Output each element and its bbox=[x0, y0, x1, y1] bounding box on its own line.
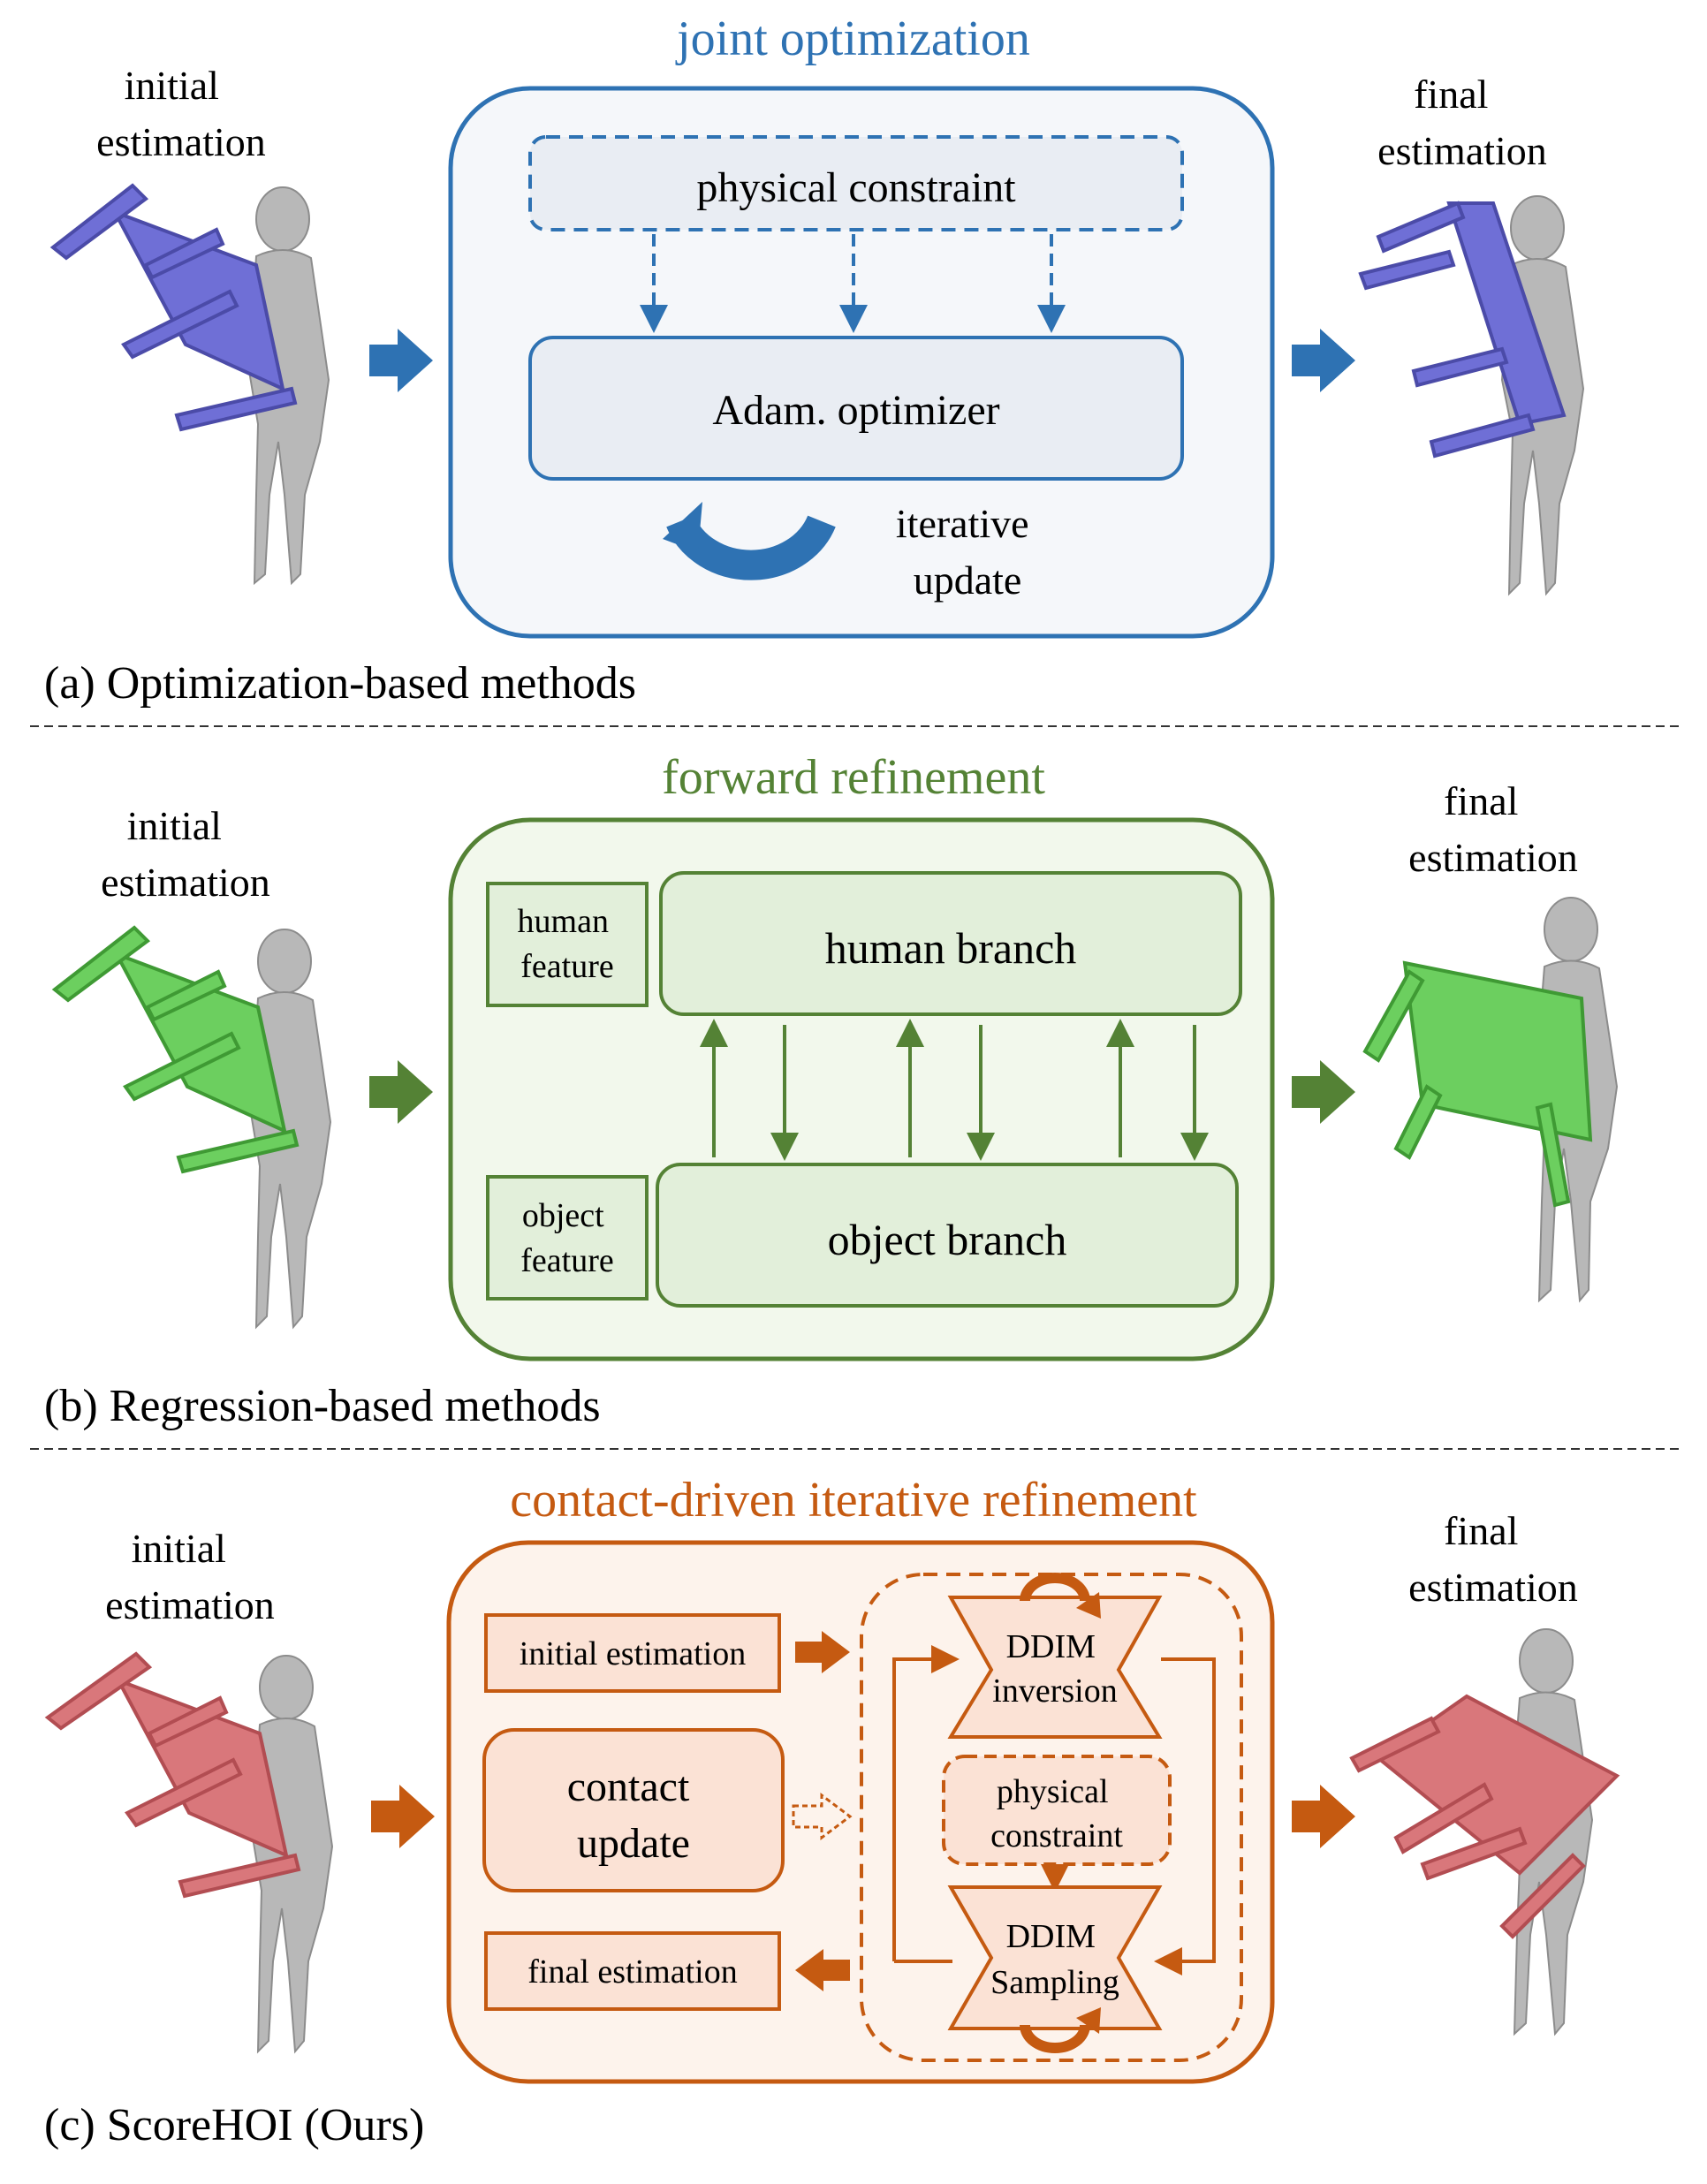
initial-estimation-box-label: initial estimation bbox=[520, 1635, 746, 1672]
final-estimation-box bbox=[484, 1931, 781, 2011]
human-branch-label: human branch bbox=[825, 923, 1077, 973]
dashed-arrow-right-icon bbox=[792, 1793, 853, 1840]
loop-arrow-icon bbox=[1020, 1573, 1101, 1619]
physical-constraint-label-c: physical constraint bbox=[990, 1773, 1123, 1854]
arrow-left-icon bbox=[795, 1949, 850, 1991]
initial-human-chair-figure-a bbox=[49, 183, 330, 586]
arrow-right-icon bbox=[369, 1060, 433, 1124]
arrow-right-icon bbox=[1292, 1785, 1355, 1848]
ddim-sampling-label: DDIM Sampling bbox=[990, 1918, 1119, 2001]
initial-estimation-label-c: initial estimation bbox=[105, 1526, 275, 1627]
panel-c-title: contact-driven iterative refinement bbox=[510, 1473, 1197, 1528]
final-estimation-label-b: final estimation bbox=[1408, 778, 1578, 880]
arrow-right-icon bbox=[1292, 1060, 1355, 1124]
final-estimation-label-a: final estimation bbox=[1377, 72, 1547, 173]
panel-b: initial estimation forward refinement hu… bbox=[44, 750, 1619, 1431]
physical-constraint-box-c bbox=[942, 1755, 1172, 1866]
human-branch-box bbox=[659, 871, 1242, 1016]
arrow-right-icon bbox=[795, 1631, 850, 1673]
panel-a-title: joint optimization bbox=[675, 11, 1030, 66]
final-estimation-label-c: final estimation bbox=[1408, 1508, 1578, 1610]
physical-constraint-label: physical constraint bbox=[696, 164, 1016, 211]
object-branch-box bbox=[656, 1163, 1239, 1308]
panel-a: initial estimation joint optimization ph… bbox=[44, 11, 1585, 709]
initial-estimation-label-a: initial estimation bbox=[96, 63, 266, 164]
arrow-right-icon bbox=[371, 1785, 435, 1848]
human-feature-box bbox=[486, 882, 649, 1007]
iterative-update-label: iterative update bbox=[896, 501, 1039, 603]
contact-update-label: contact update bbox=[567, 1763, 701, 1867]
caption-c: (c) ScoreHOI (Ours) bbox=[44, 2100, 424, 2150]
initial-human-chair-figure-c bbox=[44, 1651, 334, 2054]
caption-a: (a) Optimization-based methods bbox=[44, 658, 636, 709]
ddim-inversion-block bbox=[947, 1596, 1163, 1739]
constraint-arrows bbox=[640, 234, 1066, 333]
ddim-sampling-block bbox=[947, 1885, 1163, 2030]
arrow-right-icon bbox=[1292, 329, 1355, 392]
adam-optimizer-box bbox=[528, 336, 1184, 481]
iterative-update-icon bbox=[663, 502, 836, 580]
adam-optimizer-label: Adam. optimizer bbox=[712, 387, 999, 434]
physical-constraint-box bbox=[528, 135, 1184, 231]
human-feature-label: human feature bbox=[518, 903, 618, 985]
panel-c: initial estimation contact-driven iterat… bbox=[44, 1473, 1620, 2150]
object-feature-label: object feature bbox=[520, 1197, 613, 1279]
loop-arrow-icon bbox=[1020, 2007, 1101, 2053]
arrow-right-icon bbox=[369, 329, 433, 392]
branch-exchange-arrows bbox=[700, 1019, 1209, 1161]
caption-b: (b) Regression-based methods bbox=[44, 1381, 601, 1431]
final-estimation-box-label: final estimation bbox=[527, 1953, 737, 1991]
panel-b-title: forward refinement bbox=[662, 750, 1045, 805]
initial-human-chair-figure-b bbox=[51, 925, 332, 1330]
contact-update-box bbox=[482, 1728, 785, 1892]
final-human-chair-figure-a bbox=[1358, 195, 1585, 596]
final-human-chair-figure-c bbox=[1349, 1628, 1620, 2036]
initial-estimation-label-b: initial estimation bbox=[101, 803, 270, 905]
ddim-inversion-label: DDIM inversion bbox=[992, 1628, 1117, 1710]
object-branch-label: object branch bbox=[828, 1215, 1067, 1264]
object-feature-box bbox=[486, 1175, 649, 1301]
final-human-chair-figure-b bbox=[1362, 897, 1619, 1303]
initial-estimation-box bbox=[484, 1613, 781, 1693]
diffusion-flow-lines bbox=[892, 1645, 1216, 1975]
